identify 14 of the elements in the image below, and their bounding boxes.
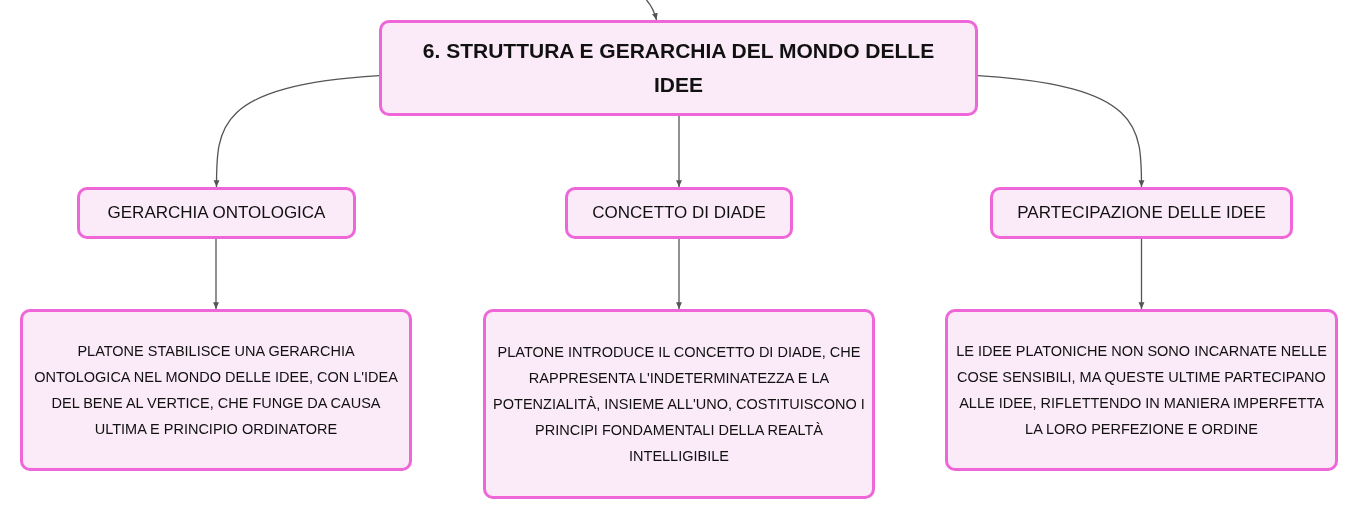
subtopic-box: CONCETTO DI DIADE <box>565 187 793 239</box>
arrow <box>213 238 219 310</box>
arrow <box>676 115 682 188</box>
arrow <box>676 238 682 310</box>
detail-box: LE IDEE PLATONICHE NON SONO INCARNATE NELLE COSE SENSIBILI, MA QUESTE ULTIME PARTECIPANO ALLE IDEE, RIFLETTENDO IN MANIERA IMPERFETTA LA LORO PERFEZIONE E ORDINE <box>945 309 1338 471</box>
subtopic-box: GERARCHIA ONTOLOGICA <box>77 187 356 239</box>
topic-box: 6. STRUTTURA E GERARCHIA DEL MONDO DELLE IDEE <box>379 20 978 116</box>
arrow <box>213 75 380 188</box>
detail-box: PLATONE STABILISCE UNA GERARCHIA ONTOLOGICA NEL MONDO DELLE IDEE, CON L'IDEA DEL BENE AL VERTICE, CHE FUNGE DA CAUSA ULTIMA E PRINCIPIO ORDINATORE <box>20 309 412 471</box>
arrow <box>645 0 658 21</box>
subtopic-box: PARTECIPAZIONE DELLE IDEE <box>990 187 1293 239</box>
arrow <box>1138 238 1145 310</box>
arrow <box>977 75 1145 188</box>
detail-box: PLATONE INTRODUCE IL CONCETTO DI DIADE, CHE RAPPRESENTA L'INDETERMINATEZZA E LA POTENZIALITÀ, INSIEME ALL'UNO, COSTITUISCONO I PRINCIPI FONDAMENTALI DELLA REALTÀ INTELLIGIBILE <box>483 309 875 499</box>
